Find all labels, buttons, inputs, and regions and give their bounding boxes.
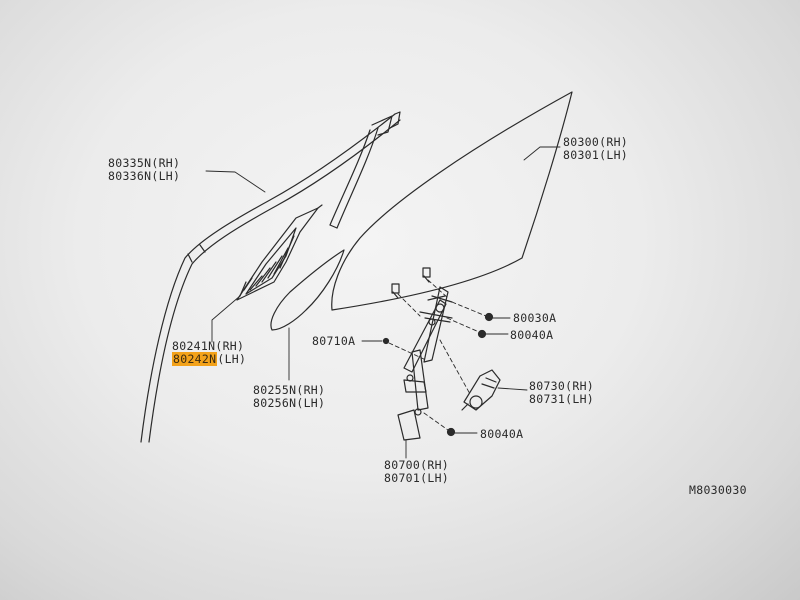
corner-glass-callout: 80255N(RH) 80256N(LH) [253, 384, 325, 410]
motor-lh-side: (LH) [565, 392, 595, 406]
regulator-lh: 80701(LH) [384, 472, 449, 485]
fasteners [382, 312, 494, 437]
corner-glass-rh: 80255N(RH) [253, 384, 325, 397]
frame-moulding-part [140, 111, 401, 443]
partition-callout: 80241N(RH) 80242N(LH) [172, 340, 246, 366]
glass-clips [391, 267, 431, 299]
figure-code: M8030030 [689, 483, 747, 497]
regulator-callout: 80700(RH) 80701(LH) [384, 459, 449, 485]
motor-callout: 80730(RH) 80731(LH) [529, 380, 594, 406]
partition-part [236, 204, 323, 301]
corner-glass-lh-number: 80256N [253, 396, 297, 410]
moulding-callout: 80335N(RH) 80336N(LH) [108, 157, 180, 183]
corner-glass-lh-side: (LH) [296, 396, 326, 410]
regulator-rh-side: (RH) [420, 458, 450, 472]
regulator-rh-number: 80700 [384, 458, 421, 472]
glass-rh: 80300(RH) [563, 136, 628, 149]
partition-lh: 80242N(LH) [172, 352, 247, 366]
glass-rh-side: (RH) [599, 135, 629, 149]
regulator-part [397, 286, 453, 441]
bolt-mid-callout: 80040A [510, 328, 554, 342]
regulator-lh-number: 80701 [384, 471, 421, 485]
partition-lh-side: (LH) [217, 352, 247, 366]
motor-part [461, 369, 501, 411]
moulding-rh-number: 80335N [108, 156, 152, 170]
screw-callout: 80710A [312, 334, 356, 348]
glass-callout: 80300(RH) 80301(LH) [563, 136, 628, 162]
moulding-rh: 80335N(RH) [108, 157, 180, 170]
leader-lines [205, 146, 561, 459]
moulding-lh-side: (LH) [151, 169, 181, 183]
glass-lh-number: 80301 [563, 148, 600, 162]
motor-rh: 80730(RH) [529, 380, 594, 393]
door-glass-part [331, 91, 573, 311]
partition-lh-number-highlighted: 80242N [172, 352, 218, 366]
corner-glass-rh-side: (RH) [296, 383, 326, 397]
corner-glass-rh-number: 80255N [253, 383, 297, 397]
glass-rh-number: 80300 [563, 135, 600, 149]
partition-rh-number: 80241N [172, 339, 216, 353]
glass-lh: 80301(LH) [563, 149, 628, 162]
glass-lh-side: (LH) [599, 148, 629, 162]
motor-lh: 80731(LH) [529, 393, 594, 406]
moulding-lh-number: 80336N [108, 169, 152, 183]
moulding-lh: 80336N(LH) [108, 170, 180, 183]
motor-rh-number: 80730 [529, 379, 566, 393]
partition-rh-side: (RH) [215, 339, 245, 353]
bolt-upper-callout: 80030A [513, 311, 557, 325]
regulator-lh-side: (LH) [420, 471, 450, 485]
partition-rh: 80241N(RH) [172, 340, 246, 353]
corner-glass-lh: 80256N(LH) [253, 397, 325, 410]
bolt-lower-callout: 80040A [480, 427, 524, 441]
motor-lh-number: 80731 [529, 392, 566, 406]
moulding-rh-side: (RH) [151, 156, 181, 170]
motor-rh-side: (RH) [565, 379, 595, 393]
dashed-connectors [388, 279, 487, 431]
regulator-rh: 80700(RH) [384, 459, 449, 472]
corner-glass-part [270, 249, 345, 331]
